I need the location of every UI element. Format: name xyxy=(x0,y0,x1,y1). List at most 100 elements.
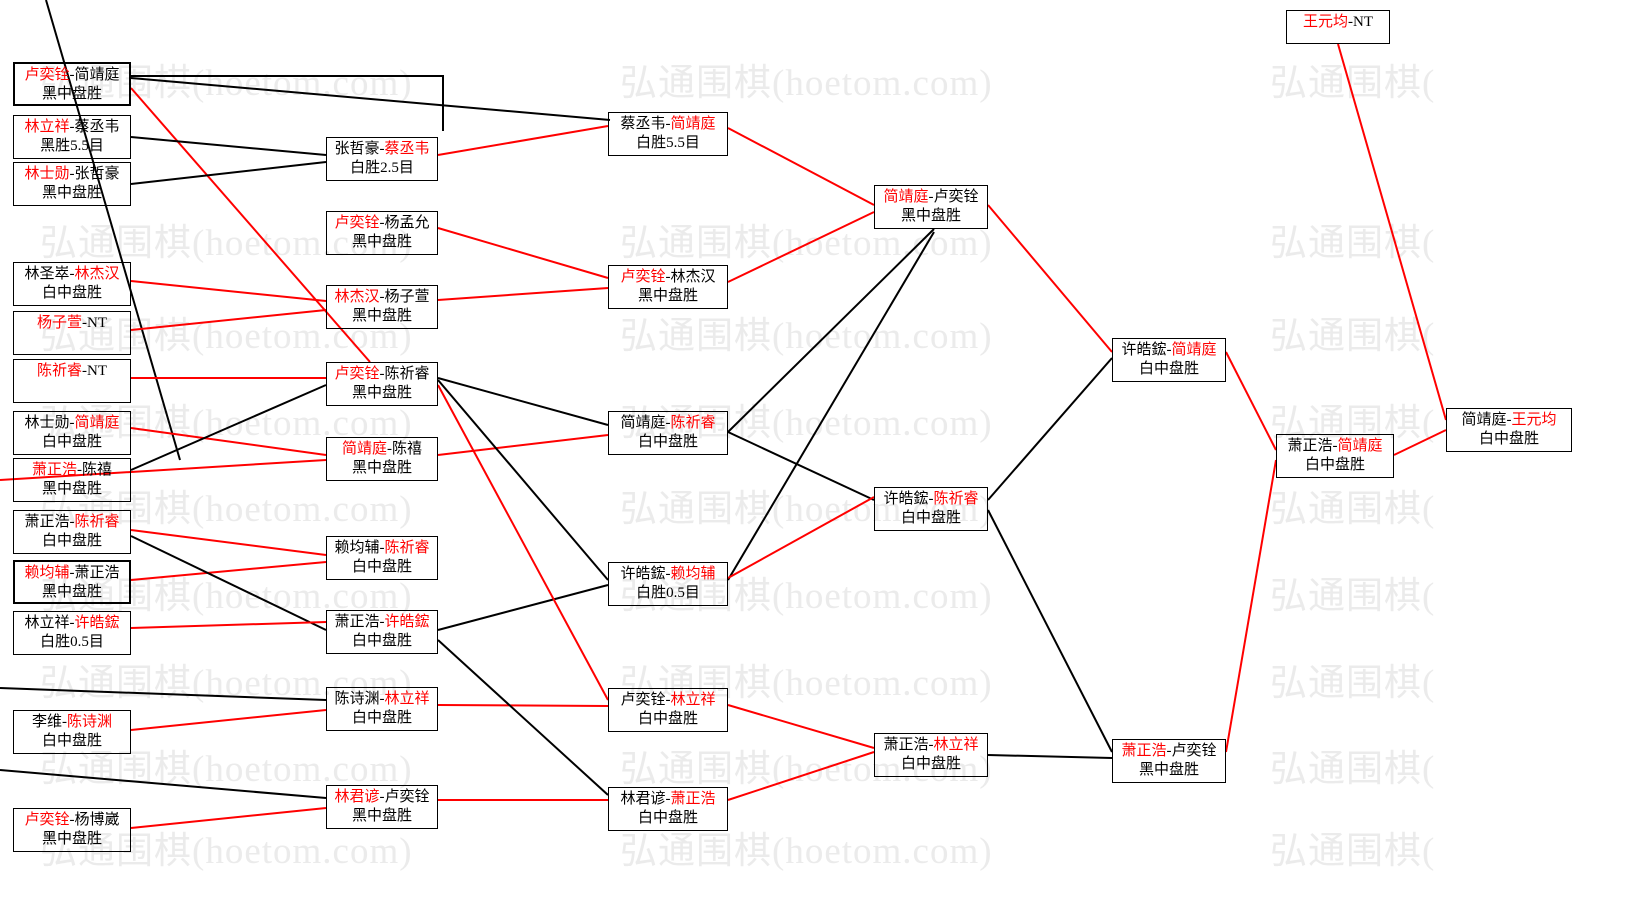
match-players: 林士勋-简靖庭 xyxy=(14,414,130,433)
bracket-connector xyxy=(130,136,327,156)
vs-separator: - xyxy=(379,141,385,157)
vs-separator: - xyxy=(62,714,67,730)
match-box[interactable]: 杨子萱-NT xyxy=(13,311,131,355)
match-box[interactable]: 卢奕铨-陈祈睿黑中盘胜 xyxy=(326,362,438,406)
match-box[interactable]: 林士勋-张哲豪黑中盘胜 xyxy=(13,162,131,206)
bracket-connector xyxy=(437,377,609,426)
match-box[interactable]: 卢奕铨-杨孟允黑中盘胜 xyxy=(326,211,438,255)
match-box[interactable]: 蔡丞韦-简靖庭白胜5.5目 xyxy=(608,112,728,156)
match-box[interactable]: 赖均辅-萧正浩黑中盘胜 xyxy=(13,560,131,604)
match-result: 白中盘胜 xyxy=(41,533,102,549)
match-box[interactable]: 林圣崒-林杰汉白中盘胜 xyxy=(13,262,131,306)
match-result: 黑中盘胜 xyxy=(637,288,698,304)
match-box[interactable]: 陈诗渊-林立祥白中盘胜 xyxy=(326,687,438,731)
match-players: 林君谚-卢奕铨 xyxy=(327,788,437,807)
player-one: 林立祥 xyxy=(24,615,70,631)
match-players: 卢奕铨-杨孟允 xyxy=(327,214,437,233)
match-result: 白中盘胜 xyxy=(351,710,412,726)
match-box[interactable]: 林立祥-许皓鋐白胜0.5目 xyxy=(13,611,131,655)
match-box[interactable]: 萧正浩-简靖庭白中盘胜 xyxy=(1276,434,1394,478)
match-box[interactable]: 许皓鋐-赖均辅白胜0.5目 xyxy=(608,562,728,606)
vs-separator: - xyxy=(1166,743,1172,759)
match-box[interactable]: 林士勋-简靖庭白中盘胜 xyxy=(13,411,131,455)
match-box[interactable]: 简靖庭-卢奕铨黑中盘胜 xyxy=(874,185,988,229)
player-two: 许皓鋐 xyxy=(74,615,120,631)
match-box[interactable]: 萧正浩-陈禧黑中盘胜 xyxy=(13,458,131,502)
player-one: 萧正浩 xyxy=(334,614,380,630)
bracket-connector xyxy=(437,584,609,631)
bracket-connector xyxy=(45,0,181,461)
match-box[interactable]: 王元均-NT xyxy=(1286,10,1390,44)
match-box[interactable]: 萧正浩-卢奕铨黑中盘胜 xyxy=(1112,739,1226,783)
player-two: NT xyxy=(87,363,107,379)
bracket-connector xyxy=(437,639,609,796)
vs-separator: - xyxy=(69,812,75,828)
match-result: 白中盘胜 xyxy=(41,434,102,450)
match-result: 白中盘胜 xyxy=(900,756,961,772)
match-box[interactable]: 卢奕铨-林杰汉黑中盘胜 xyxy=(608,265,728,309)
match-box[interactable]: 陈祈睿-NT xyxy=(13,359,131,403)
match-box[interactable]: 简靖庭-王元均白中盘胜 xyxy=(1446,408,1572,452)
match-result: 黑中盘胜 xyxy=(41,86,102,102)
match-box[interactable]: 简靖庭-陈禧黑中盘胜 xyxy=(326,437,438,481)
match-box[interactable]: 林立祥-蔡丞韦黑胜5.5目 xyxy=(13,115,131,159)
match-box[interactable]: 许皓鋐-简靖庭白中盘胜 xyxy=(1112,338,1226,382)
match-box[interactable]: 萧正浩-林立祥白中盘胜 xyxy=(874,733,988,777)
vs-separator: - xyxy=(665,116,671,132)
bracket-connector xyxy=(130,561,327,581)
player-two: 陈禧 xyxy=(82,462,113,478)
vs-separator: - xyxy=(387,441,392,457)
bracket-connector xyxy=(131,75,444,131)
match-box[interactable]: 卢奕铨-杨博崴黑中盘胜 xyxy=(13,808,131,852)
match-box[interactable]: 林杰汉-杨子萱黑中盘胜 xyxy=(326,285,438,329)
bracket-connector xyxy=(727,211,875,283)
match-box[interactable]: 简靖庭-陈祈睿白中盘胜 xyxy=(608,411,728,455)
match-box[interactable]: 卢奕铨-林立祥白中盘胜 xyxy=(608,688,728,732)
player-one: 林君谚 xyxy=(334,789,380,805)
bracket-connector xyxy=(437,125,609,156)
match-players: 简靖庭-陈禧 xyxy=(327,440,437,459)
match-result: 黑中盘胜 xyxy=(41,584,102,600)
player-one: 林士勋 xyxy=(24,415,70,431)
match-result: 黑中盘胜 xyxy=(351,460,412,476)
vs-separator: - xyxy=(665,791,671,807)
bracket-connector xyxy=(727,228,935,433)
bracket-connector xyxy=(727,231,935,581)
match-box[interactable]: 萧正浩-陈祈睿白中盘胜 xyxy=(13,510,131,554)
player-two: 萧正浩 xyxy=(670,791,716,807)
player-one: 许皓鋐 xyxy=(883,491,929,507)
player-one: 卢奕铨 xyxy=(620,269,666,285)
vs-separator: - xyxy=(665,566,671,582)
match-result: 黑中盘胜 xyxy=(351,385,412,401)
player-two: 林立祥 xyxy=(384,691,430,707)
match-box[interactable]: 李维-陈诗渊白中盘胜 xyxy=(13,710,131,754)
match-box[interactable]: 萧正浩-许皓鋐白中盘胜 xyxy=(326,610,438,654)
match-box[interactable]: 许皓鋐-陈祈睿白中盘胜 xyxy=(874,487,988,531)
match-players: 林圣崒-林杰汉 xyxy=(14,265,130,284)
vs-separator: - xyxy=(1506,412,1512,428)
vs-separator: - xyxy=(82,363,87,379)
player-one: 赖均辅 xyxy=(334,540,380,556)
bracket-connector xyxy=(130,384,327,471)
bracket-connector xyxy=(727,127,875,206)
match-result: 白中盘胜 xyxy=(637,711,698,727)
bracket-connector xyxy=(130,87,371,363)
match-box[interactable]: 卢奕铨-简靖庭黑中盘胜 xyxy=(13,62,131,106)
match-players: 林士勋-张哲豪 xyxy=(14,165,130,184)
bracket-connector xyxy=(437,227,609,279)
player-one: 简靖庭 xyxy=(620,415,666,431)
match-box[interactable]: 张哲豪-蔡丞韦白胜2.5目 xyxy=(326,137,438,181)
match-box[interactable]: 林君谚-卢奕铨黑中盘胜 xyxy=(326,785,438,829)
match-result: 黑中盘胜 xyxy=(41,481,102,497)
player-two: 陈祈睿 xyxy=(670,415,716,431)
match-box[interactable]: 林君谚-萧正浩白中盘胜 xyxy=(608,787,728,831)
match-result: 白中盘胜 xyxy=(637,434,698,450)
bracket-connector xyxy=(727,704,875,749)
player-one: 杨子萱 xyxy=(36,315,82,331)
match-players: 简靖庭-陈祈睿 xyxy=(609,414,727,433)
match-result: 白胜5.5目 xyxy=(636,135,700,151)
vs-separator: - xyxy=(77,462,82,478)
match-box[interactable]: 赖均辅-陈祈睿白中盘胜 xyxy=(326,536,438,580)
match-result: 黑中盘胜 xyxy=(1138,762,1199,778)
